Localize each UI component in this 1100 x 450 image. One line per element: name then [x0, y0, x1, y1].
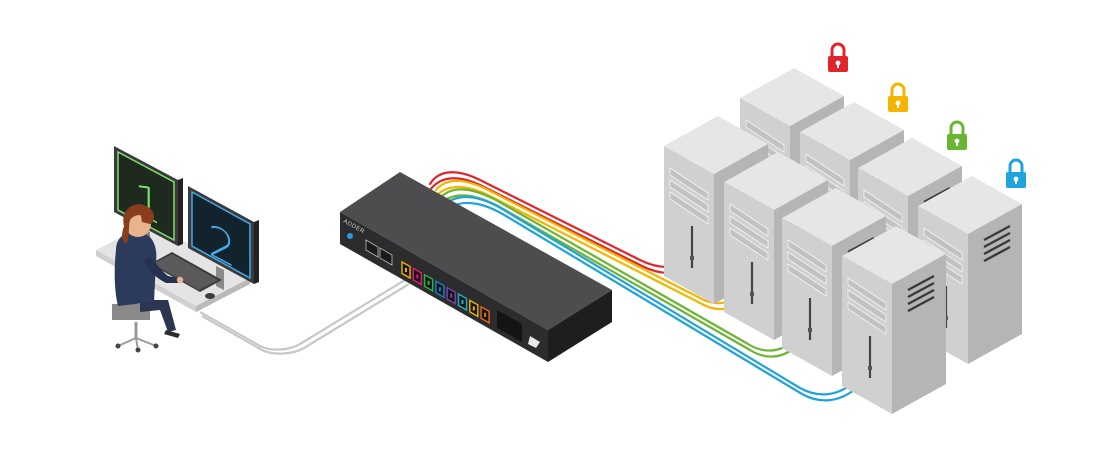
monitor-1-screen: [117, 150, 175, 242]
operator-torso: [114, 231, 157, 306]
mouse: [205, 293, 215, 299]
green-lock-icon: [947, 120, 967, 150]
server-cables: [428, 171, 856, 402]
red-lock-icon: [828, 42, 848, 72]
monitor-1: 1: [114, 146, 183, 252]
server-rack-group: [664, 68, 1022, 414]
kvm-port-buttons: [401, 260, 490, 324]
monitor-2-screen: [191, 190, 251, 280]
server-tower-8: [842, 226, 946, 414]
blue-cable: [446, 195, 856, 402]
operator: [112, 204, 184, 353]
green-cable: [440, 188, 796, 358]
office-chair: [112, 304, 159, 353]
kvm-emblem-icon: [528, 336, 540, 348]
yellow-lock-icon: [888, 82, 908, 112]
kvm-logo-icon: [347, 233, 353, 239]
kvm-display: [497, 310, 522, 342]
kvm-switch: ADDER: [340, 172, 612, 362]
monitor-2: 2: [188, 186, 259, 290]
kvm-top: [340, 172, 612, 330]
padlock-group: [828, 42, 1026, 188]
kvm-control-buttons: [365, 239, 393, 266]
workstation: 1 2: [96, 146, 259, 353]
workstation-cable: [199, 279, 410, 355]
kvm-side: [548, 290, 612, 362]
desk-side: [196, 278, 250, 312]
blue-lock-icon: [1006, 158, 1026, 188]
